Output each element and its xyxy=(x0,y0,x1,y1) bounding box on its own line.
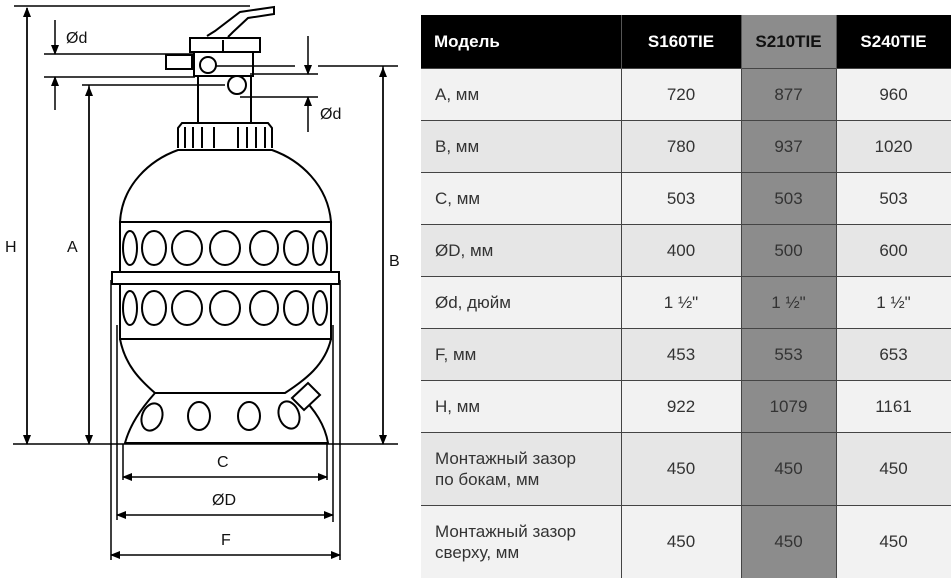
row-label: ØD, мм xyxy=(421,225,621,277)
cell-s240tie: 653 xyxy=(836,329,951,381)
cell-s160tie: 400 xyxy=(621,225,741,277)
header-s240tie: S240TIE xyxy=(836,15,951,69)
label-d-top: Ød xyxy=(66,30,87,47)
label-D: ØD xyxy=(212,492,236,509)
filter-dimension-diagram: H A B C ØD F Ød Ød xyxy=(0,0,420,572)
label-C: C xyxy=(217,454,229,471)
cell-s240tie: 503 xyxy=(836,173,951,225)
cell-s160tie: 450 xyxy=(621,433,741,506)
row-label: A, мм xyxy=(421,69,621,121)
header-s210tie: S210TIE xyxy=(741,15,836,69)
row-label: B, мм xyxy=(421,121,621,173)
cell-s160tie: 453 xyxy=(621,329,741,381)
cell-s210tie: 937 xyxy=(741,121,836,173)
cell-s160tie: 450 xyxy=(621,506,741,578)
cell-s240tie: 600 xyxy=(836,225,951,277)
cell-s240tie: 1 ½" xyxy=(836,277,951,329)
label-d-right: Ød xyxy=(320,106,341,123)
table-header: Модель S160TIE S210TIE S240TIE xyxy=(421,15,951,69)
cell-s240tie: 1020 xyxy=(836,121,951,173)
label-F: F xyxy=(221,532,231,549)
cell-s210tie: 500 xyxy=(741,225,836,277)
cell-s210tie: 877 xyxy=(741,69,836,121)
row-label: Ød, дюйм xyxy=(421,277,621,329)
cell-s160tie: 922 xyxy=(621,381,741,433)
cell-s210tie: 1 ½" xyxy=(741,277,836,329)
cell-s160tie: 503 xyxy=(621,173,741,225)
cell-s210tie: 450 xyxy=(741,433,836,506)
header-model: Модель xyxy=(421,15,621,69)
cell-s210tie: 503 xyxy=(741,173,836,225)
cell-s210tie: 553 xyxy=(741,329,836,381)
label-H: H xyxy=(5,239,17,256)
row-label: C, мм xyxy=(421,173,621,225)
cell-s210tie: 450 xyxy=(741,506,836,578)
label-A: A xyxy=(67,239,78,256)
label-B: B xyxy=(389,253,400,270)
row-label: F, мм xyxy=(421,329,621,381)
header-s160tie: S160TIE xyxy=(621,15,741,69)
cell-s160tie: 720 xyxy=(621,69,741,121)
filter-drawing xyxy=(112,7,339,443)
cell-s240tie: 1161 xyxy=(836,381,951,433)
row-label: H, мм xyxy=(421,381,621,433)
cell-s240tie: 450 xyxy=(836,506,951,578)
cell-s240tie: 450 xyxy=(836,433,951,506)
cell-s160tie: 780 xyxy=(621,121,741,173)
cell-s240tie: 960 xyxy=(836,69,951,121)
cell-s160tie: 1 ½" xyxy=(621,277,741,329)
cell-s210tie: 1079 xyxy=(741,381,836,433)
